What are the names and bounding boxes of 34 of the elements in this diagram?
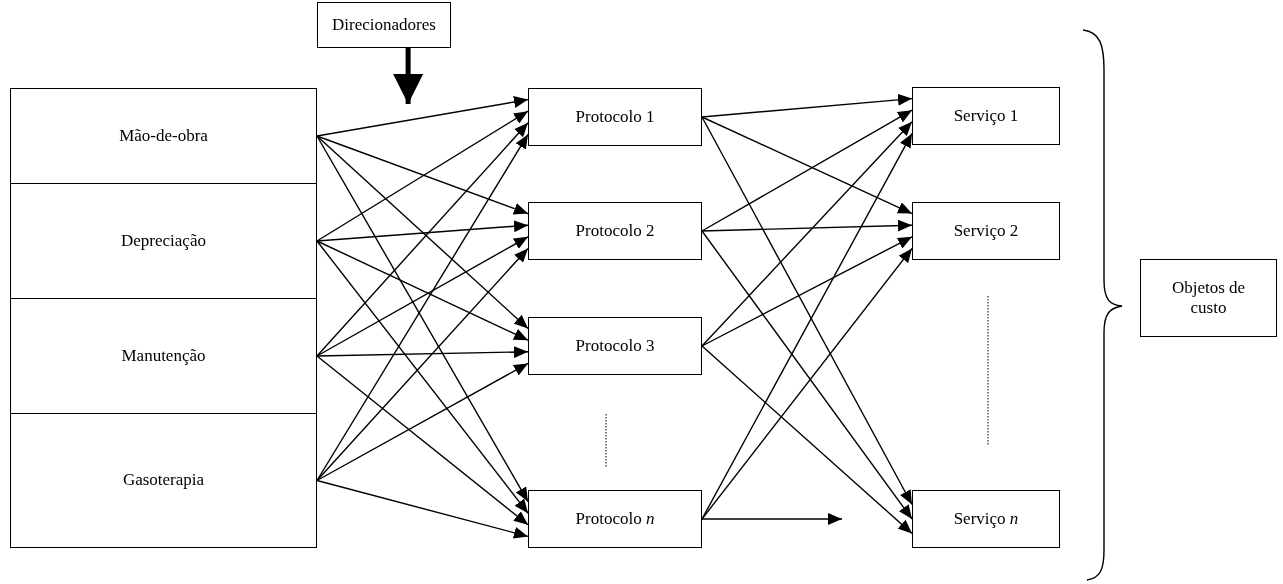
arrow bbox=[316, 362, 529, 482]
label-box: Objetos de custo bbox=[1140, 259, 1277, 337]
arrow bbox=[701, 93, 913, 118]
label-box: Direcionadores bbox=[317, 2, 451, 48]
arrow bbox=[701, 121, 913, 347]
arrow bbox=[316, 346, 529, 359]
process-box: Protocolo n bbox=[528, 490, 702, 548]
arrow bbox=[701, 116, 913, 215]
thick-arrow bbox=[393, 48, 424, 104]
arrow bbox=[316, 355, 529, 526]
arrow bbox=[701, 219, 913, 232]
arrow bbox=[316, 135, 529, 330]
process-box: Protocolo 1 bbox=[528, 88, 702, 146]
arrow bbox=[316, 236, 529, 357]
arrow bbox=[316, 220, 529, 242]
cost-box: Depreciação bbox=[10, 183, 317, 299]
arrow bbox=[701, 236, 913, 347]
cost-box: Gasoterapia bbox=[10, 413, 317, 548]
arrow bbox=[316, 122, 529, 357]
process-box: Serviço n bbox=[912, 490, 1060, 548]
process-box: Protocolo 2 bbox=[528, 202, 702, 260]
arrow bbox=[316, 240, 529, 341]
process-box: Serviço 1 bbox=[912, 87, 1060, 145]
arrow bbox=[701, 345, 913, 535]
process-box: Protocolo 3 bbox=[528, 317, 702, 375]
cost-box: Mão-de-obra bbox=[10, 88, 317, 184]
arrow bbox=[316, 479, 529, 539]
arrow bbox=[701, 513, 843, 525]
arrow bbox=[316, 110, 529, 242]
process-box: Serviço 2 bbox=[912, 202, 1060, 260]
arrow bbox=[701, 109, 913, 232]
arrow bbox=[316, 96, 529, 137]
cost-box: Manutenção bbox=[10, 298, 317, 414]
arrow bbox=[316, 135, 529, 215]
